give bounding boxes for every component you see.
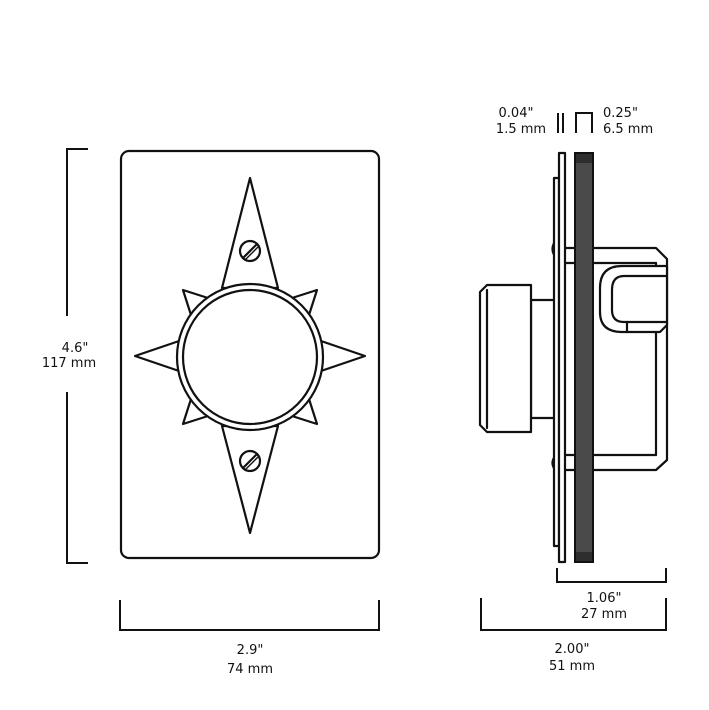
compass-star — [133, 176, 367, 535]
dimension-label: 0.04" — [499, 106, 534, 121]
dim-height: 4.6" 117 mm — [42, 148, 96, 564]
drawing-stroke — [66, 148, 88, 564]
drawing-stroke — [556, 568, 667, 583]
knob-shaft — [529, 298, 557, 420]
knob-side — [478, 283, 533, 434]
drawing-stroke — [480, 598, 667, 631]
screw-icon — [238, 449, 262, 473]
backplate-side — [574, 152, 594, 563]
dim-width: 2.9" 74 mm — [119, 600, 380, 677]
dimension-label: 51 mm — [549, 659, 595, 674]
drawing-stroke — [575, 112, 593, 133]
dimension-label: 1.06" — [587, 591, 622, 606]
drawing-stroke — [557, 113, 564, 133]
drawing-stroke — [119, 600, 380, 631]
dimension-label: 4.6" — [62, 341, 89, 356]
drawing-stroke — [244, 455, 260, 471]
rear-clip — [598, 264, 669, 334]
dimension-label: 6.5 mm — [603, 122, 653, 137]
knob-rim — [175, 282, 325, 432]
dim-plate-thickness: 0.04" 1.5 mm — [496, 106, 564, 137]
drawing-stroke — [576, 154, 592, 163]
dimension-label: 2.00" — [555, 642, 590, 657]
dimension-label: 1.5 mm — [496, 122, 546, 137]
dim-backplate-thickness: 0.25" 6.5 mm — [575, 106, 653, 137]
drawing-stroke — [244, 245, 260, 261]
dimension-label: 27 mm — [581, 607, 627, 622]
drawing-stroke — [576, 552, 592, 561]
knob-face — [181, 288, 319, 426]
dimension-label: 0.25" — [603, 106, 638, 121]
drawing-stroke — [610, 274, 669, 324]
screw-icon — [238, 239, 262, 263]
dimension-label: 74 mm — [227, 662, 273, 677]
front-plate-side — [557, 151, 567, 564]
drawing-stroke — [241, 242, 259, 260]
dim-rear-depth: 1.06" 27 mm — [556, 568, 667, 622]
dim-total-depth: 2.00" 51 mm — [480, 598, 667, 674]
dimension-label: 2.9" — [237, 643, 264, 658]
dimension-label: 117 mm — [42, 356, 96, 371]
drawing-stroke — [241, 452, 259, 470]
side-view — [478, 151, 669, 564]
front-view — [119, 149, 381, 560]
